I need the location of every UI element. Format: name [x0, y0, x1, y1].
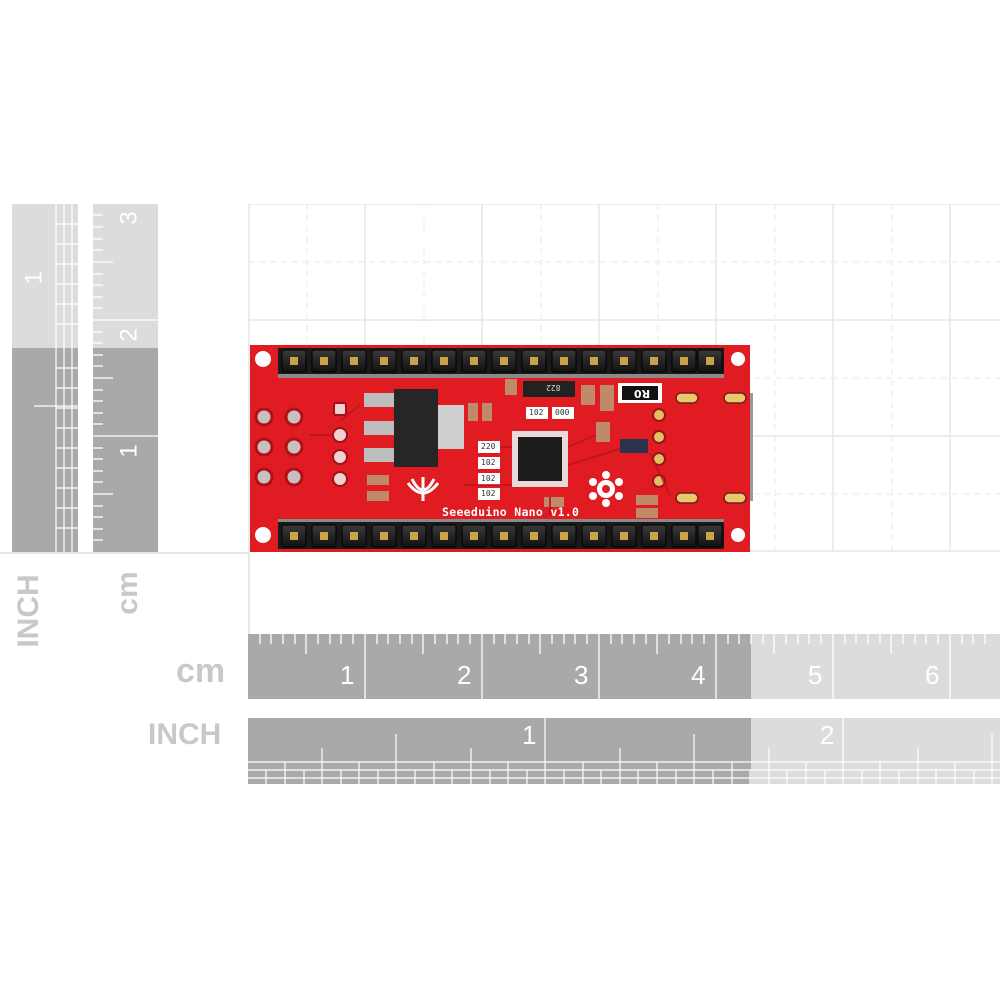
resistor-code-102: 102	[481, 474, 496, 483]
pcb-artwork	[250, 345, 753, 552]
left-inch-unit-label: INCH	[12, 574, 45, 648]
bottom-cm-tick-5: 5	[808, 660, 823, 690]
left-cm-tick-1: 1	[115, 444, 143, 458]
bottom-cm-tick-4: 4	[691, 660, 706, 690]
left-inch-ruler: 1	[12, 204, 78, 552]
board-silkscreen-label: Seeeduino Nano v1.0	[442, 505, 580, 519]
shunt-resistor-label: R0	[634, 387, 651, 400]
top-code-000: 000	[555, 408, 570, 417]
bottom-cm-tick-3: 3	[574, 660, 589, 690]
resistor-code-102: 102	[481, 458, 496, 467]
bottom-inch-tick-2: 2	[820, 720, 835, 750]
grid-extension	[248, 552, 250, 634]
bottom-cm-tick-2: 2	[457, 660, 472, 690]
resistor-code-102: 102	[481, 489, 496, 498]
top-code-822: 822	[546, 383, 561, 392]
bottom-cm-tick-1: 1	[340, 660, 355, 690]
bottom-cm-tick-6: 6	[925, 660, 940, 690]
bottom-inch-unit-label: INCH	[148, 718, 222, 751]
bottom-cm-unit-label: cm	[176, 652, 226, 690]
grid-extension	[0, 552, 248, 554]
left-cm-tick-3: 3	[115, 211, 143, 225]
left-cm-unit-label: cm	[111, 571, 144, 615]
seeeduino-nano-board: Seeeduino Nano v1.0 R0 822 102 000 220 1…	[250, 345, 753, 552]
left-cm-ruler: 3 2 1	[93, 204, 158, 552]
bottom-inch-ruler: 1 2	[248, 718, 1000, 784]
resistor-code-220: 220	[481, 442, 496, 451]
bottom-cm-ruler: 1 2 3 4 5 6	[248, 634, 1000, 699]
left-cm-tick-2: 2	[115, 328, 143, 342]
bottom-inch-tick-1: 1	[522, 720, 537, 750]
left-inch-tick-1: 1	[20, 271, 48, 285]
top-code-102: 102	[529, 408, 544, 417]
